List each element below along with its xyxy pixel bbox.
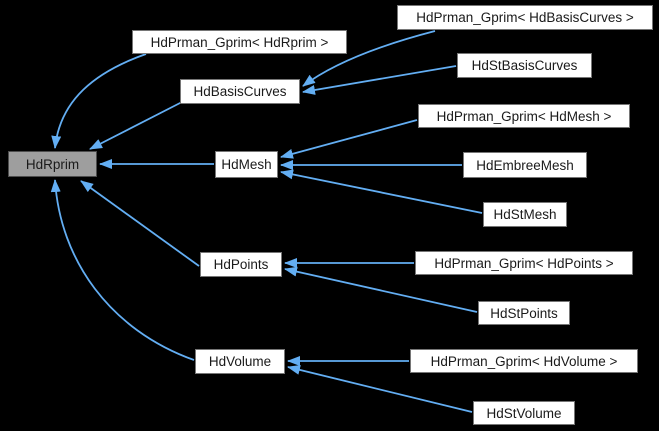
inheritance-arrow-basiscurves-to-hdrprim — [89, 101, 183, 150]
class-node-label: HdPrman_Gprim< HdBasisCurves > — [416, 10, 634, 25]
inheritance-arrow-stpoints-to-points — [284, 266, 478, 313]
inheritance-arrow-prman_rprim-to-hdrprim — [51, 53, 147, 149]
class-node-label: HdStPoints — [490, 305, 558, 321]
class-node-embreemesh[interactable]: HdEmbreeMesh — [463, 152, 587, 178]
class-node-label: HdPrman_Gprim< HdMesh > — [436, 108, 612, 124]
class-node-label: HdRprim — [25, 156, 80, 172]
class-node-label: HdPrman_Gprim< HdVolume > — [430, 353, 618, 369]
class-node-basiscurves[interactable]: HdBasisCurves — [180, 79, 300, 104]
class-node-prman_volume[interactable]: HdPrman_Gprim< HdVolume > — [410, 349, 638, 373]
class-node-st_basiscurves[interactable]: HdStBasisCurves — [457, 53, 592, 78]
class-node-prman_points[interactable]: HdPrman_Gprim< HdPoints > — [415, 251, 633, 275]
class-node-label: HdStVolume — [486, 405, 562, 421]
inheritance-arrow-st_basiscurves-to-basiscurves — [302, 65, 457, 95]
class-node-hdrprim: HdRprim — [8, 151, 97, 177]
class-node-label: HdPrman_Gprim< HdPoints > — [434, 255, 614, 271]
class-node-label: HdStMesh — [493, 207, 557, 222]
class-node-label: HdPoints — [213, 257, 269, 272]
class-node-stpoints[interactable]: HdStPoints — [478, 301, 570, 325]
inheritance-arrow-prman_basiscurves-to-basiscurves — [302, 30, 436, 87]
class-node-label: HdVolume — [208, 354, 272, 369]
class-node-stvolume[interactable]: HdStVolume — [473, 401, 575, 425]
inheritance-arrow-stvolume-to-volume — [287, 364, 473, 413]
class-node-prman_basiscurves[interactable]: HdPrman_Gprim< HdBasisCurves > — [397, 5, 653, 30]
class-node-prman_mesh[interactable]: HdPrman_Gprim< HdMesh > — [418, 104, 630, 128]
class-node-stmesh[interactable]: HdStMesh — [483, 202, 567, 227]
inheritance-arrow-volume-to-hdrprim — [50, 179, 195, 361]
class-node-mesh[interactable]: HdMesh — [215, 151, 278, 178]
class-node-prman_rprim[interactable]: HdPrman_Gprim< HdRprim > — [132, 30, 347, 54]
class-node-label: HdEmbreeMesh — [476, 157, 574, 173]
class-node-volume[interactable]: HdVolume — [195, 349, 285, 374]
class-node-points[interactable]: HdPoints — [200, 252, 282, 277]
inheritance-arrow-prman_mesh-to-mesh — [280, 119, 418, 159]
class-node-label: HdBasisCurves — [193, 84, 287, 99]
class-node-label: HdStBasisCurves — [471, 58, 578, 73]
inheritance-arrow-stmesh-to-mesh — [280, 169, 483, 214]
class-node-label: HdPrman_Gprim< HdRprim > — [150, 34, 329, 50]
class-node-label: HdMesh — [221, 157, 272, 172]
inheritance-arrow-points-to-hdrprim — [80, 180, 200, 267]
